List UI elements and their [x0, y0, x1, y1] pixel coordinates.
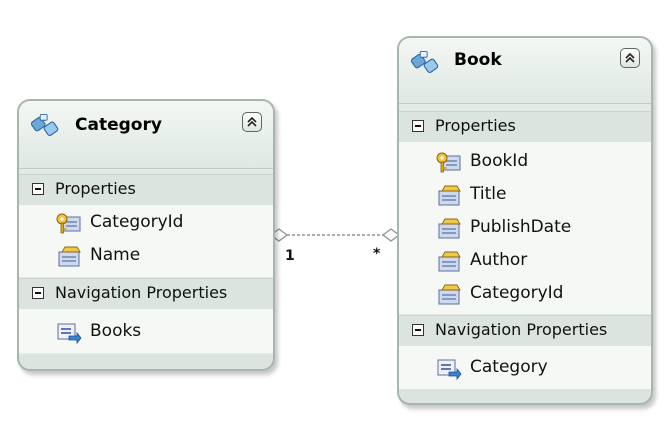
property-name: Title	[470, 184, 507, 204]
multiplicity-right: *	[373, 246, 381, 262]
association-end-diamond-left	[269, 228, 289, 242]
section-label: Navigation Properties	[55, 283, 228, 302]
collapse-minus-icon[interactable]	[412, 324, 424, 336]
collapse-minus-icon[interactable]	[32, 287, 44, 299]
scalar-property-icon	[436, 251, 462, 273]
scalar-property-icon	[436, 185, 462, 207]
scalar-property-icon	[436, 284, 462, 306]
property-name: Name	[90, 245, 141, 265]
navigation-list: Category	[399, 346, 651, 389]
entity-title: Category	[75, 115, 162, 135]
navigation-name: Books	[90, 321, 142, 341]
key-property-icon	[56, 213, 82, 235]
properties-section-header[interactable]: Properties	[399, 111, 651, 142]
double-chevron-up-icon	[246, 116, 258, 128]
entity-book[interactable]: Book Properties BookId Title PublishDate…	[397, 36, 653, 405]
navigation-section-header[interactable]: Navigation Properties	[399, 315, 651, 346]
multiplicity-left: 1	[285, 248, 295, 264]
key-property-icon	[436, 152, 462, 174]
entity-title: Book	[454, 50, 502, 70]
navigation-section-header[interactable]: Navigation Properties	[19, 278, 273, 309]
property-name: CategoryId	[470, 283, 564, 303]
section-label: Navigation Properties	[435, 320, 608, 339]
property-name: Author	[470, 250, 528, 270]
collapse-minus-icon[interactable]	[32, 183, 44, 195]
properties-list: BookId Title PublishDate Author Category…	[399, 142, 651, 314]
property-name: PublishDate	[470, 217, 572, 237]
entity-icon	[31, 113, 61, 139]
scalar-property-icon	[436, 218, 462, 240]
entity-footer	[399, 389, 651, 403]
collapse-button[interactable]	[242, 112, 262, 132]
navigation-name: Category	[470, 357, 548, 377]
section-label: Properties	[435, 116, 516, 135]
double-chevron-up-icon	[624, 52, 636, 64]
navigation-list: Books	[19, 309, 273, 353]
entity-header[interactable]: Category	[19, 101, 273, 169]
navigation-property-icon	[436, 358, 462, 380]
entity-footer	[19, 355, 273, 369]
property-name: BookId	[470, 151, 529, 171]
navigation-property-icon	[56, 322, 82, 344]
entity-header[interactable]: Book	[399, 38, 651, 104]
entity-icon	[411, 50, 441, 76]
collapse-minus-icon[interactable]	[412, 120, 424, 132]
entity-category[interactable]: Category Properties CategoryId Name Navi…	[17, 99, 275, 371]
properties-section-header[interactable]: Properties	[19, 174, 273, 205]
properties-list: CategoryId Name	[19, 205, 273, 277]
scalar-property-icon	[56, 246, 82, 268]
collapse-button[interactable]	[620, 48, 640, 68]
property-name: CategoryId	[90, 212, 184, 232]
section-label: Properties	[55, 179, 136, 198]
